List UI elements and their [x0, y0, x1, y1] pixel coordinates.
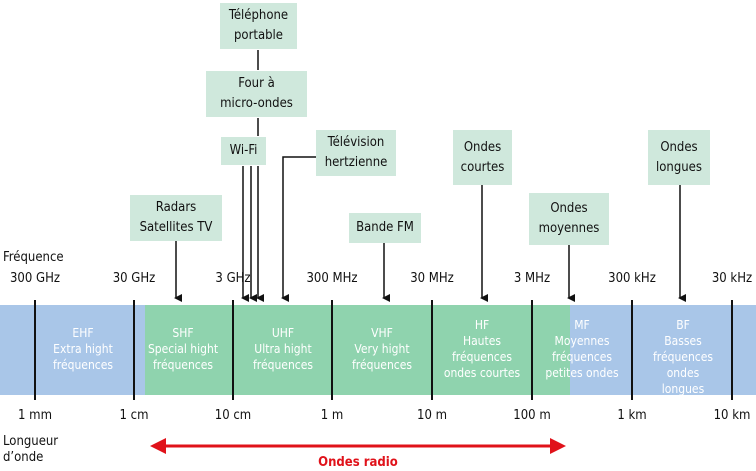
divider-line [731, 300, 733, 400]
band-shf-abbr: SHF [172, 326, 194, 340]
ondes-longues-box: Ondes longues [648, 130, 710, 185]
band-hf-abbr: HF [474, 318, 490, 332]
divider-line [331, 300, 333, 400]
frequency-tick: 300 GHz [9, 271, 61, 286]
telephone-box: Téléphone portable [220, 3, 297, 49]
divider-line [431, 300, 433, 400]
bande-fm-box: Bande FM [349, 213, 421, 243]
radio-range-left-head [150, 438, 166, 454]
wavelength-tick: 10 m [417, 408, 447, 423]
radars-box: Radars Satellites TV [130, 195, 222, 241]
band-ehf-abbr: EHF [72, 326, 94, 340]
divider-line [133, 300, 135, 400]
frequency-tick: 3 MHz [513, 271, 551, 286]
frequency-tick: 30 kHz [711, 271, 753, 286]
band-ehf-name: Extra hight fréquences [52, 342, 114, 372]
wifi-box: Wi-Fi [221, 137, 266, 165]
spectrum-radio-green-band [145, 305, 570, 395]
band-uhf-abbr: UHF [271, 326, 295, 340]
band-mf-abbr: MF [574, 318, 590, 332]
wavelength-tick: 100 m [513, 408, 551, 423]
divider-line [531, 300, 533, 400]
frequency-tick: 30 GHz [112, 271, 156, 286]
wavelength-tick: 1 m [320, 408, 344, 423]
divider-line [232, 300, 234, 400]
band-mf-name: Moyennes fréquences petites ondes [545, 334, 619, 380]
band-hf-name: Hautes fréquences ondes courtes [443, 334, 521, 380]
frequency-tick: 300 MHz [306, 271, 358, 286]
frequency-axis-title: Fréquence [3, 250, 64, 265]
wavelength-tick: 10 km [713, 408, 751, 423]
wavelength-axis-title: Longueur d’onde [3, 434, 59, 465]
radio-waves-label: Ondes radio [318, 455, 398, 470]
band-vhf-abbr: VHF [371, 326, 393, 340]
ondes-moyennes-box: Ondes moyennes [529, 193, 609, 245]
wavelength-tick: 1 cm [119, 408, 149, 423]
divider-line [34, 300, 36, 400]
television-box: Télévision hertzienne [316, 130, 396, 176]
band-shf-name: Special hight fréquences [147, 342, 219, 372]
band-vhf-name: Very hight fréquences [351, 342, 413, 372]
television-arrow [281, 156, 316, 302]
four-micro-ondes-box: Four à micro-ondes [206, 71, 307, 117]
frequency-tick: 30 MHz [410, 271, 454, 286]
radio-range-right-head [550, 438, 566, 454]
divider-line [631, 300, 633, 400]
wavelength-tick: 10 cm [214, 408, 252, 423]
frequency-tick: 3 GHz [215, 271, 251, 286]
band-uhf-name: Ultra hight fréquences [252, 342, 314, 372]
wavelength-tick: 1 mm [18, 408, 52, 423]
ondes-courtes-box: Ondes courtes [453, 130, 512, 185]
frequency-tick: 300 kHz [608, 271, 656, 286]
band-bf-abbr: BF [676, 318, 690, 332]
band-bf-name: Basses fréquences ondes longues [652, 334, 713, 396]
wavelength-tick: 1 km [617, 408, 647, 423]
